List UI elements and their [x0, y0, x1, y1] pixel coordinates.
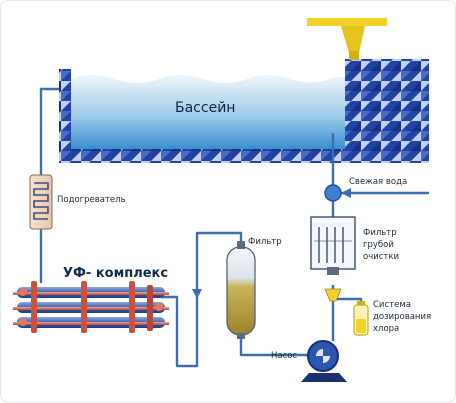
pipe-pool-to-heater — [39, 87, 59, 175]
pool-label: Бассейн — [175, 100, 235, 116]
pool: Бассейн — [59, 59, 429, 163]
pipe-network — [39, 87, 429, 368]
pipe-uf-to-filter — [161, 231, 243, 368]
filter-label: Фильтр — [248, 237, 282, 247]
fresh-water-valve: Свежая вода — [324, 177, 407, 202]
pump-label: Насос — [271, 351, 297, 361]
coarse-filter-label-line3: очистки — [363, 252, 399, 262]
coarse-filter-label-line2: грубой — [363, 240, 394, 250]
fresh-water-hopper — [307, 18, 387, 60]
fresh-water-label: Свежая вода — [349, 177, 407, 187]
arrow-filter-loop — [192, 289, 202, 299]
filter: Фильтр — [226, 237, 282, 339]
pool-water — [71, 75, 345, 149]
heater: Подогреватель — [29, 174, 126, 230]
chlorine-dosing-label-line2: дозирования — [373, 312, 431, 322]
chlorine-dosing-system: Система дозирования хлора — [353, 300, 431, 336]
uf-complex-label: УФ- комплекс — [63, 266, 168, 281]
coarse-filter: Фильтр грубой очистки — [310, 216, 399, 275]
pool-right-tiles — [345, 59, 429, 163]
chlorine-injector — [324, 288, 342, 302]
uf-complex: УФ- комплекс — [13, 266, 169, 333]
chlorine-dosing-label-line1: Система — [373, 300, 411, 310]
arrow-fresh-water — [341, 188, 351, 198]
pipe-filter-to-pump — [239, 335, 323, 357]
flow-arrows — [192, 188, 351, 299]
heater-label: Подогреватель — [57, 195, 126, 205]
pump: Насос — [271, 340, 347, 382]
pool-bottom-tiles — [59, 149, 345, 163]
pool-left-wall — [59, 69, 71, 161]
chlorine-dosing-label-line3: хлора — [373, 324, 399, 334]
coarse-filter-label-line1: Фильтр — [363, 228, 397, 238]
